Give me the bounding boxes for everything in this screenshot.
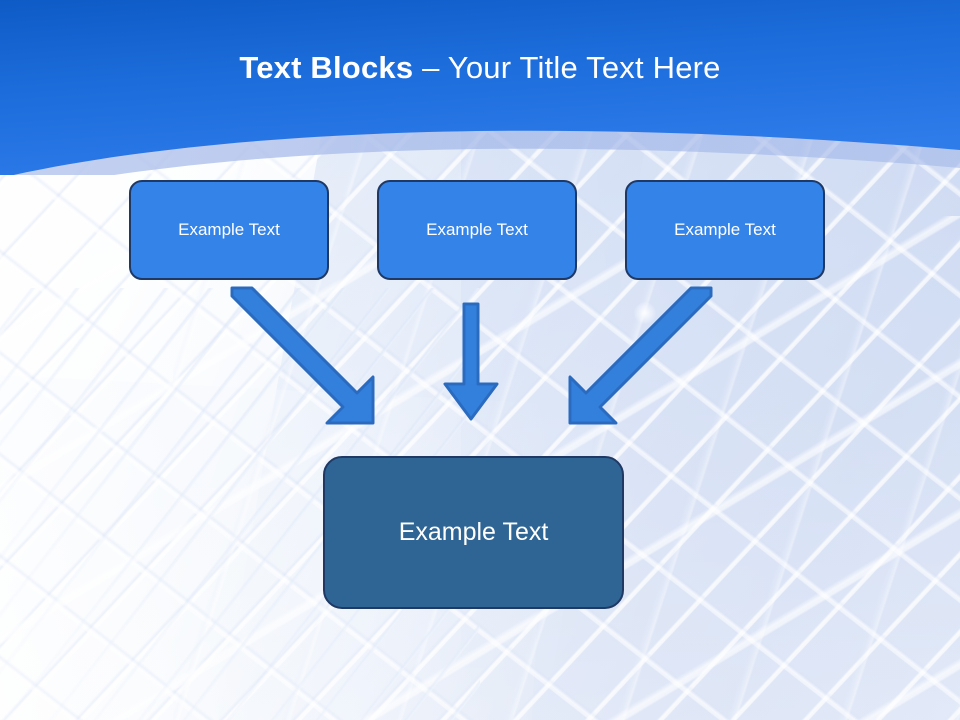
text-block-3[interactable]: Example Text [625, 180, 825, 280]
text-block-2[interactable]: Example Text [377, 180, 577, 280]
page-title-strong: Text Blocks [239, 50, 414, 85]
title-banner: Text Blocks – Your Title Text Here [0, 0, 960, 175]
text-block-3-label: Example Text [674, 220, 776, 239]
page-title: Text Blocks – Your Title Text Here [0, 50, 960, 86]
page-title-light: Your Title Text Here [447, 50, 721, 85]
text-block-1-label: Example Text [178, 220, 280, 239]
result-block[interactable]: Example Text [323, 456, 624, 609]
text-block-2-label: Example Text [426, 220, 528, 239]
text-block-1[interactable]: Example Text [129, 180, 329, 280]
title-banner-shape [0, 0, 960, 175]
result-block-label: Example Text [398, 518, 549, 546]
page-title-separator: – [413, 50, 448, 85]
